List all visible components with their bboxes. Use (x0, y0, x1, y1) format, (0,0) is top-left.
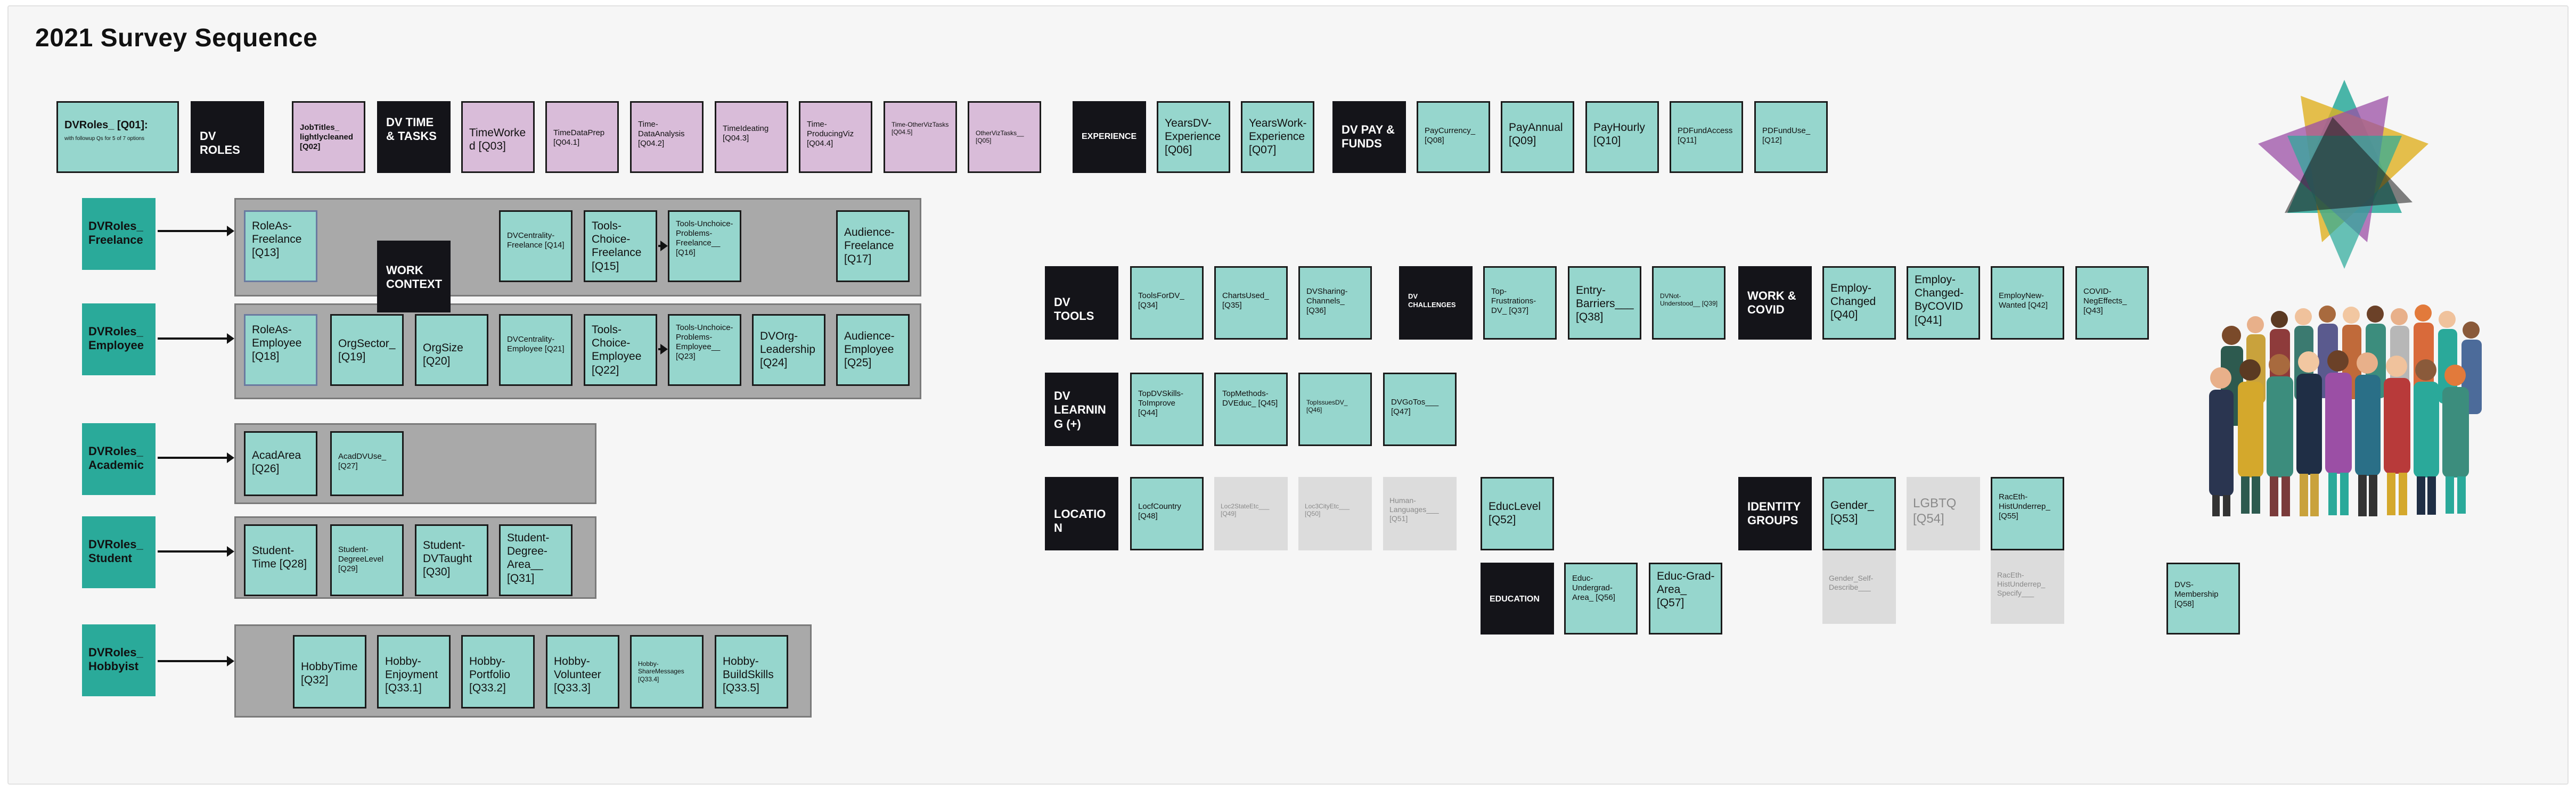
org-sector-card[interactable]: OrgSector_ [Q19] (330, 314, 404, 386)
work-covid-header: WORK & COVID (1738, 266, 1812, 340)
dv-time-tasks-header: DV TIME & TASKS (377, 101, 451, 173)
dv-learning-header: DV LEARNING (+) (1045, 373, 1118, 446)
entry-barriers-card[interactable]: Entry-Barriers___ [Q38] (1568, 266, 1641, 340)
dv-sharing-card[interactable]: DVSharing-Channels_ [Q36] (1298, 266, 1372, 340)
employ-changed-covid-card[interactable]: Employ-Changed-ByCOVID [Q41] (1907, 266, 1980, 340)
top-methods-card[interactable]: TopMethods-DVEduc_ [Q45] (1214, 373, 1288, 446)
student-degree-area-card[interactable]: Student-Degree-Area__ [Q31] (499, 524, 573, 596)
dv-not-understood-card[interactable]: DVNot-Understood__ [Q39] (1652, 266, 1725, 340)
dv-challenges-header: DV CHALLENGES (1399, 266, 1473, 340)
acad-dv-use-card[interactable]: AcadDVUse_ [Q27] (330, 431, 404, 496)
tools-unchoice-freelance-card[interactable]: Tools-Unchoice-Problems-Freelance__ [Q16… (668, 210, 741, 282)
arrow-academic (158, 452, 234, 463)
dvroles-q01-sub: with followup Qs for 5 of 7 options (64, 136, 145, 142)
page-title: 2021 Survey Sequence (35, 24, 318, 52)
arrow-tools-freelance (658, 241, 668, 251)
arrow-hobbyist (158, 656, 234, 666)
role-as-employee-card[interactable]: RoleAs-Employee [Q18] (244, 314, 317, 386)
dv-org-leadership-card[interactable]: DVOrg-Leadership [Q24] (752, 314, 825, 386)
top-issues-card[interactable]: TopIssuesDV_ [Q46] (1298, 373, 1372, 446)
employ-new-wanted-card[interactable]: EmployNew-Wanted [Q42] (1991, 266, 2064, 340)
educ-undergrad-card[interactable]: Educ-Undergrad-Area_ [Q56] (1564, 563, 1638, 635)
hobby-volunteer-card[interactable]: Hobby-Volunteer [Q33.3] (546, 635, 619, 708)
role-employee-box[interactable]: DVRoles_ Employee (82, 303, 156, 375)
tools-choice-employee-card[interactable]: Tools-Choice-Employee [Q22] (584, 314, 657, 386)
lgbtq-card[interactable]: LGBTQ [Q54] (1907, 477, 1980, 550)
raceth-card[interactable]: RacEth-HistUnderrep_ [Q55] (1991, 477, 2064, 550)
dvs-membership-card[interactable]: DVS-Membership [Q58] (2166, 563, 2240, 635)
arrow-freelance (158, 226, 234, 236)
dvroles-q01-label: DVRoles_ [Q01]: (64, 119, 148, 131)
top-frustrations-card[interactable]: Top-Frustrations-DV_ [Q37] (1483, 266, 1557, 340)
freelance-lane (234, 198, 921, 296)
education-header: EDUCATION (1481, 563, 1554, 635)
audience-freelance-card[interactable]: Audience-Freelance [Q17] (836, 210, 910, 282)
years-dv-card[interactable]: YearsDV-Experience [Q06] (1157, 101, 1230, 173)
years-work-card[interactable]: YearsWork-Experience [Q07] (1241, 101, 1314, 173)
raceth-specify-card[interactable]: RacEth-HistUnderrep_ Specify___ (1991, 550, 2064, 624)
location-header: LOCATION (1045, 477, 1118, 550)
locf-country-card[interactable]: LocfCountry [Q48] (1130, 477, 1204, 550)
gender-self-describe-card[interactable]: Gender_Self-Describe___ (1822, 550, 1896, 624)
gender-card[interactable]: Gender_ [Q53] (1822, 477, 1896, 550)
covid-neg-card[interactable]: COVID-NegEffects_ [Q43] (2075, 266, 2149, 340)
dv-centrality-employee-card[interactable]: DVCentrality-Employee [Q21] (499, 314, 573, 386)
time-producing-viz-card[interactable]: Time-ProducingViz [Q04.4] (799, 101, 872, 173)
dv-go-tos-card[interactable]: DVGoTos___ [Q47] (1383, 373, 1457, 446)
dv-pay-funds-header: DV PAY & FUNDS (1332, 101, 1406, 173)
identity-groups-header: IDENTITY GROUPS (1738, 477, 1812, 550)
acad-area-card[interactable]: AcadArea [Q26] (244, 431, 317, 496)
experience-header: EXPERIENCE (1073, 101, 1146, 173)
role-as-freelance-card[interactable]: RoleAs-Freelance [Q13] (244, 210, 317, 282)
human-languages-card[interactable]: Human-Languages___ [Q51] (1383, 477, 1457, 550)
loc2-state-card[interactable]: Loc2StateEtc___ [Q49] (1214, 477, 1288, 550)
top-skills-card[interactable]: TopDVSkills-ToImprove [Q44] (1130, 373, 1204, 446)
hobby-share-card[interactable]: Hobby-ShareMessages [Q33.4] (630, 635, 704, 708)
student-time-card[interactable]: Student-Time [Q28] (244, 524, 317, 596)
pdf-fund-access-card[interactable]: PDFundAccess [Q11] (1670, 101, 1743, 173)
student-dv-taught-card[interactable]: Student-DVTaught [Q30] (415, 524, 488, 596)
dvroles-q01-card[interactable]: DVRoles_ [Q01]: with followup Qs for 5 of… (56, 101, 179, 173)
student-degree-level-card[interactable]: Student-DegreeLevel [Q29] (330, 524, 404, 596)
tools-choice-freelance-card[interactable]: Tools-Choice-Freelance [Q15] (584, 210, 657, 282)
dv-centrality-freelance-card[interactable]: DVCentrality-Freelance [Q14] (499, 210, 573, 282)
tools-for-dv-card[interactable]: ToolsForDV_ [Q34] (1130, 266, 1204, 340)
hobby-time-card[interactable]: HobbyTime [Q32] (293, 635, 366, 708)
jobtitles-card[interactable]: JobTitles_ lightlycleaned [Q02] (292, 101, 365, 173)
time-data-analysis-card[interactable]: Time-DataAnalysis [Q04.2] (630, 101, 704, 173)
hobby-build-card[interactable]: Hobby-BuildSkills [Q33.5] (715, 635, 788, 708)
pdf-fund-use-card[interactable]: PDFundUse_ [Q12] (1754, 101, 1828, 173)
other-viz-tasks-card[interactable]: OtherVizTasks__ [Q05] (968, 101, 1041, 173)
employ-changed-card[interactable]: Employ-Changed [Q40] (1822, 266, 1896, 340)
role-academic-box[interactable]: DVRoles_ Academic (82, 423, 156, 495)
time-data-prep-card[interactable]: TimeDataPrep [Q04.1] (545, 101, 619, 173)
hobby-portfolio-card[interactable]: Hobby-Portfolio [Q33.2] (461, 635, 535, 708)
arrow-tools-employee (658, 344, 668, 355)
audience-employee-card[interactable]: Audience-Employee [Q25] (836, 314, 910, 386)
time-other-viz-card[interactable]: Time-OtherVizTasks [Q04.5] (884, 101, 957, 173)
role-hobbyist-box[interactable]: DVRoles_ Hobbyist (82, 624, 156, 696)
work-context-header: WORK CONTEXT (377, 241, 451, 312)
role-freelance-box[interactable]: DVRoles_ Freelance (82, 198, 156, 270)
org-size-card[interactable]: OrgSize [Q20] (415, 314, 488, 386)
star-logo-icon (2258, 80, 2428, 269)
hobby-enjoyment-card[interactable]: Hobby-Enjoyment [Q33.1] (377, 635, 451, 708)
people-illustration-icon (2209, 304, 2482, 516)
educ-grad-card[interactable]: Educ-Grad-Area_ [Q57] (1649, 563, 1722, 635)
pay-currency-card[interactable]: PayCurrency_ [Q08] (1417, 101, 1490, 173)
role-student-box[interactable]: DVRoles_ Student (82, 516, 156, 588)
charts-used-card[interactable]: ChartsUsed_ [Q35] (1214, 266, 1288, 340)
pay-annual-card[interactable]: PayAnnual [Q09] (1501, 101, 1574, 173)
educ-level-card[interactable]: EducLevel [Q52] (1481, 477, 1554, 550)
tools-unchoice-employee-card[interactable]: Tools-Unchoice-Problems-Employee__ [Q23] (668, 314, 741, 386)
time-worked-card[interactable]: TimeWorked [Q03] (461, 101, 535, 173)
pay-hourly-card[interactable]: PayHourly [Q10] (1585, 101, 1659, 173)
arrow-student (158, 546, 234, 557)
loc3-city-card[interactable]: Loc3CityEtc___ [Q50] (1298, 477, 1372, 550)
dv-tools-header: DV TOOLS (1045, 266, 1118, 340)
time-ideating-card[interactable]: TimeIdeating [Q04.3] (715, 101, 788, 173)
arrow-employee (158, 333, 234, 344)
dv-roles-header: DV ROLES (191, 101, 264, 173)
